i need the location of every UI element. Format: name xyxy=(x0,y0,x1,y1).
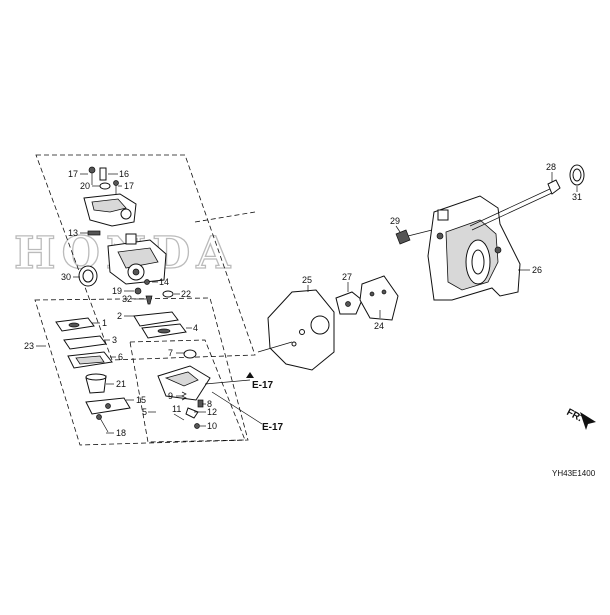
part-number-label: 1 xyxy=(102,318,107,328)
ref-label-e17-lower: E-17 xyxy=(262,422,284,433)
part-number-label: 3 xyxy=(112,335,117,345)
insulator-25 xyxy=(267,289,335,371)
part-number-label: 10 xyxy=(207,421,217,431)
carburetor-body xyxy=(107,233,167,285)
screw-17-right xyxy=(113,180,119,194)
part-number-label: 26 xyxy=(532,265,542,275)
part-number-label: 23 xyxy=(24,341,34,351)
gasket-1 xyxy=(55,317,95,332)
part-number-label: 5 xyxy=(142,407,147,417)
small-parts-14-19-22-32 xyxy=(134,279,174,305)
diagram-code: YH43E1400 xyxy=(552,469,596,478)
collar-20 xyxy=(99,182,111,190)
air-cleaner-case-26 xyxy=(427,195,521,301)
carburetor-top-body xyxy=(83,193,137,227)
pin-11 xyxy=(173,413,185,421)
part-number-label: 17 xyxy=(68,169,78,179)
front-direction-arrow: FR. xyxy=(565,407,596,430)
part-number-label: 11 xyxy=(172,404,181,414)
leader-lines xyxy=(36,172,578,434)
ref-label-e17-upper: E-17 xyxy=(252,380,274,391)
part-number-label: 8 xyxy=(207,399,212,409)
screw-10 xyxy=(194,423,200,429)
carburetor-group-outline xyxy=(35,154,256,361)
part-number-label: 31 xyxy=(572,192,582,202)
bolt-18 xyxy=(96,414,109,433)
part-number-label: 14 xyxy=(159,277,169,287)
stud-bolt-28 xyxy=(469,179,561,231)
screw-17-top xyxy=(88,166,96,185)
part-number-label: 16 xyxy=(119,169,129,179)
part-number-label: 32 xyxy=(122,294,132,304)
leader-25 xyxy=(257,341,293,353)
o-ring-30 xyxy=(78,265,98,287)
gasket-4 xyxy=(141,323,187,339)
part-number-label: 21 xyxy=(116,379,126,389)
group-link-line xyxy=(194,211,256,223)
pin-8 xyxy=(197,399,204,408)
gasket-2 xyxy=(133,311,179,327)
part-number-label: 24 xyxy=(374,321,384,331)
part-number-label: 29 xyxy=(390,216,400,226)
part-number-label: 25 xyxy=(302,275,312,285)
part-number-label: 18 xyxy=(116,428,126,438)
screw-13 xyxy=(87,230,101,236)
part-number-label: 28 xyxy=(546,162,556,172)
valve-kit-outline xyxy=(129,339,246,443)
part-number-label: 15 xyxy=(136,395,146,405)
part-number-label: 7 xyxy=(168,348,173,358)
part-number-label: 17 xyxy=(124,181,134,191)
front-arrow-label: FR. xyxy=(565,407,585,424)
part-number-label: 6 xyxy=(118,352,123,362)
plate-24 xyxy=(359,275,399,321)
valve-body xyxy=(157,365,211,401)
plate-15 xyxy=(85,397,131,415)
part-number-label: 27 xyxy=(342,272,352,282)
front-arrow-icon xyxy=(580,412,596,430)
part-number-label: 20 xyxy=(80,181,90,191)
part-number-label: 13 xyxy=(68,228,78,238)
o-ring-31 xyxy=(569,164,585,186)
lever-12 xyxy=(185,407,199,419)
bracket-27 xyxy=(335,291,363,315)
part-number-labels: 17 16 20 17 13 30 14 19 22 32 2 1 3 6 4 … xyxy=(24,162,582,438)
part-number-label: 30 xyxy=(61,272,71,282)
gasket-3 xyxy=(63,335,107,350)
part-number-label: 19 xyxy=(112,286,122,296)
part-number-label: 12 xyxy=(207,407,217,417)
cap-7 xyxy=(183,349,197,359)
part-number-label: 22 xyxy=(181,289,191,299)
cup-21 xyxy=(85,373,107,394)
part-number-label: 9 xyxy=(168,391,173,401)
part-number-label: 2 xyxy=(117,311,122,321)
needle-16 xyxy=(99,167,107,181)
part-number-label: 4 xyxy=(193,323,198,333)
diaphragm-6 xyxy=(67,351,113,369)
